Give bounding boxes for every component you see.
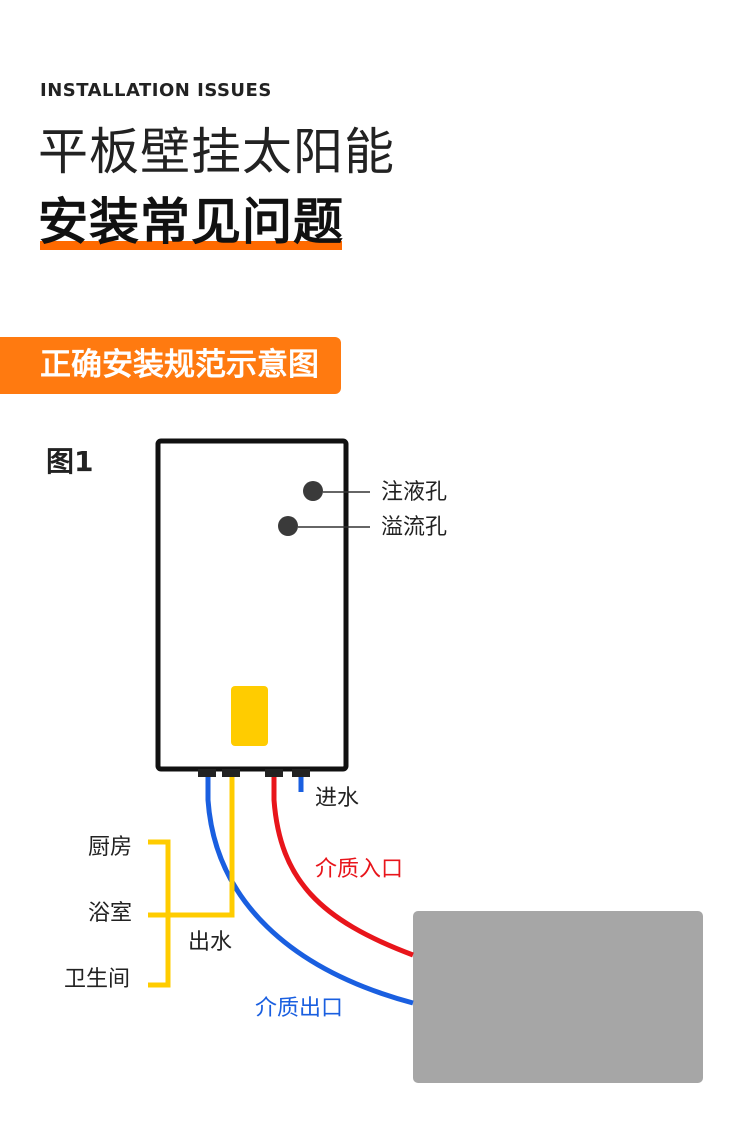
page-title-line2-wrap: 安装常见问题 bbox=[38, 192, 344, 252]
figure-label: 图1 bbox=[46, 445, 94, 478]
connector-stub-4 bbox=[292, 769, 310, 777]
medium-outlet-pipe bbox=[205, 777, 414, 1006]
storage-tank bbox=[413, 911, 703, 1083]
overflow-hole-label: 溢流孔 bbox=[381, 515, 448, 540]
page-title-line1: 平板壁挂太阳能 bbox=[38, 123, 395, 181]
restroom-label: 卫生间 bbox=[64, 967, 131, 992]
bathroom-label: 浴室 bbox=[88, 901, 133, 926]
page-title-line2: 安装常见问题 bbox=[38, 193, 344, 251]
fill-hole-label: 注液孔 bbox=[381, 480, 448, 505]
connector-stub-3 bbox=[265, 769, 283, 777]
solar-panel-unit bbox=[155, 438, 349, 772]
water-distribution-bracket bbox=[148, 839, 171, 988]
medium-outlet-label: 介质出口 bbox=[255, 996, 344, 1021]
panel-indicator-window bbox=[231, 686, 268, 746]
water-inlet-label: 进水 bbox=[315, 786, 360, 811]
title-accent-underline bbox=[40, 241, 342, 250]
connector-stub-2 bbox=[222, 769, 240, 777]
medium-inlet-label: 介质入口 bbox=[315, 857, 404, 882]
connector-stub-1 bbox=[198, 769, 216, 777]
water-outlet-pipe bbox=[168, 777, 235, 918]
water-outlet-label: 出水 bbox=[188, 930, 233, 955]
overflow-hole-dot bbox=[278, 516, 298, 536]
section-banner-label: 正确安装规范示意图 bbox=[40, 347, 319, 383]
medium-inlet-pipe bbox=[271, 777, 414, 958]
kitchen-label: 厨房 bbox=[88, 835, 133, 860]
fill-hole-dot bbox=[303, 481, 323, 501]
eyebrow-heading: INSTALLATION ISSUES bbox=[40, 80, 272, 101]
section-banner: 正确安装规范示意图 bbox=[0, 337, 341, 394]
